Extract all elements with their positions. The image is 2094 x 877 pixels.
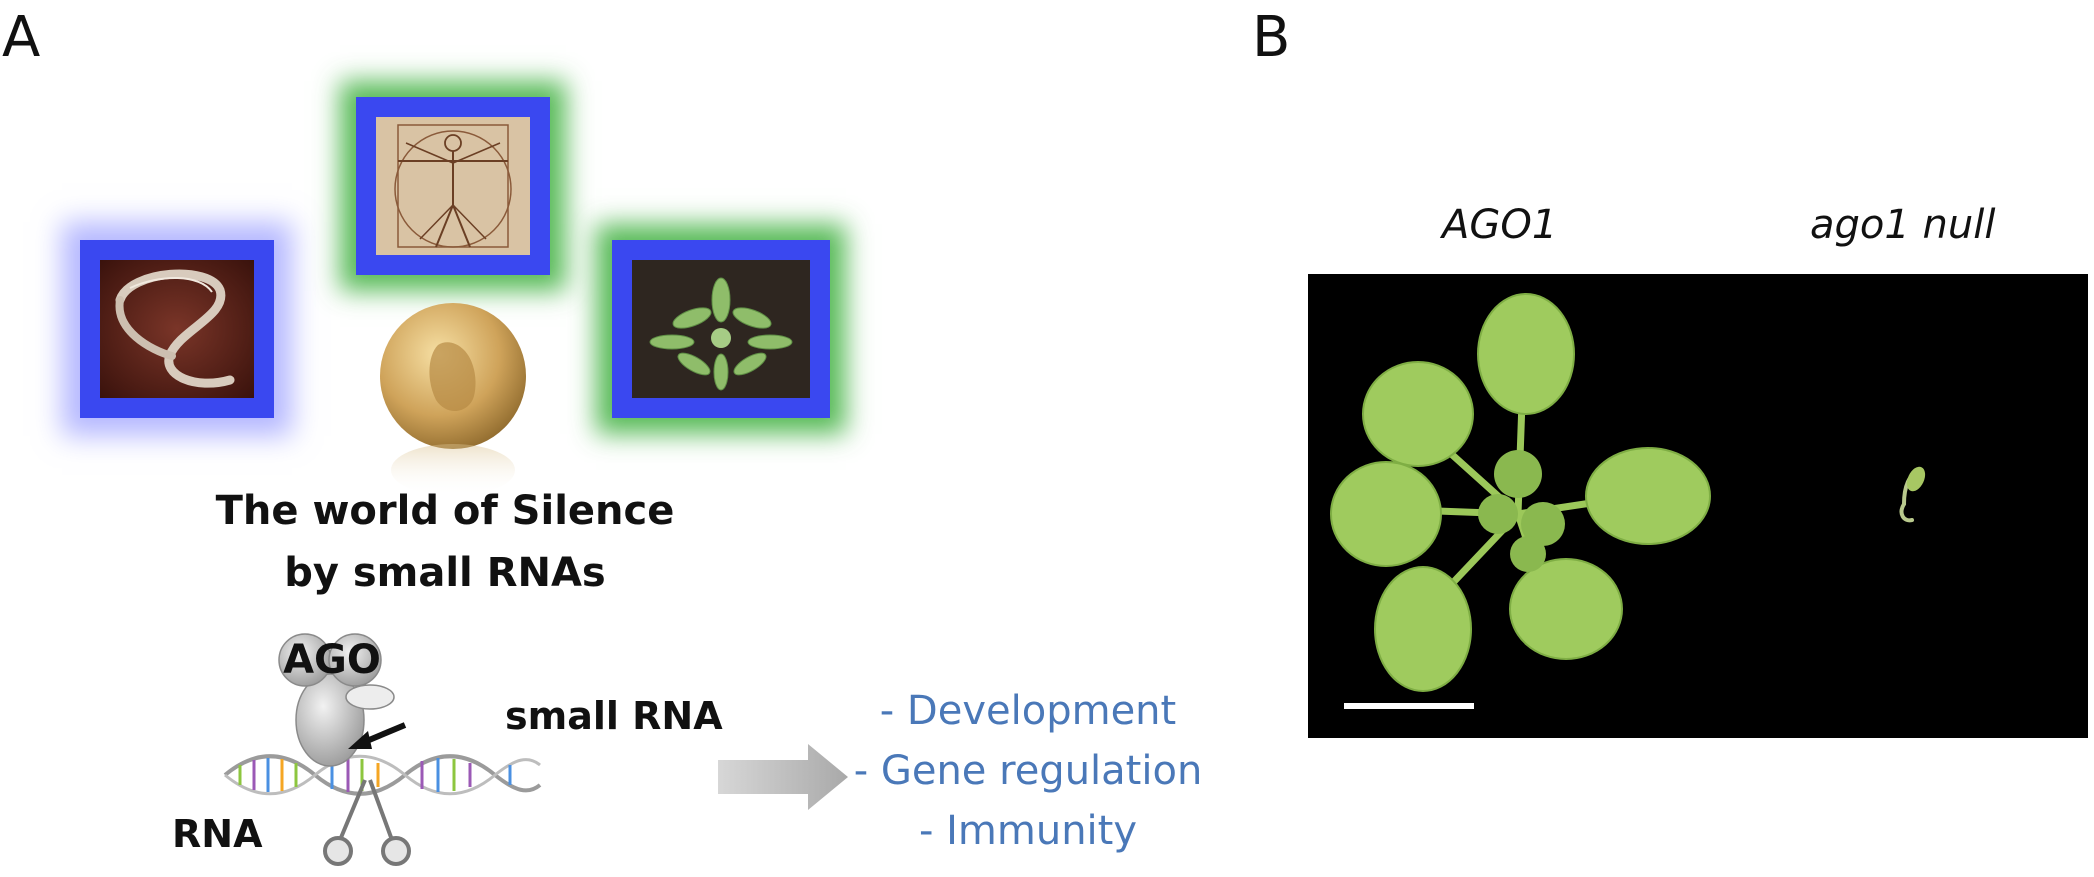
- nobel-medal: [378, 300, 528, 500]
- outcome-development: - Development: [879, 688, 1177, 734]
- vitruvian-image: [356, 97, 550, 275]
- ago-label: AGO: [283, 637, 381, 683]
- arabidopsis-image: [612, 240, 830, 418]
- arabidopsis-picture: [632, 260, 810, 398]
- plant-photo-drawing: [1308, 274, 2088, 738]
- worm-image: [80, 240, 274, 418]
- outcome-gene-regulation: - Gene regulation: [853, 748, 1203, 794]
- flow-arrow-shape: [718, 744, 848, 810]
- title-line-2: by small RNAs: [284, 550, 606, 596]
- ago-mechanism-diagram: AGO: [210, 615, 630, 873]
- small-rna-label: small RNA: [505, 694, 723, 738]
- ago-mechanism-drawing: AGO: [223, 633, 542, 866]
- panel-a-title: The world of Silence by small RNAs: [185, 480, 705, 604]
- plant-photo: [1308, 274, 2088, 738]
- panel-a-letter: A: [2, 5, 41, 70]
- rna-label: RNA: [172, 812, 263, 856]
- worm-picture: [100, 260, 254, 398]
- outcomes-list: - Development - Gene regulation - Immuni…: [848, 681, 1208, 861]
- flow-arrow: [718, 744, 848, 810]
- wildtype-label: AGO1: [1442, 202, 1558, 248]
- title-line-1: The world of Silence: [215, 488, 675, 534]
- panel-b-letter: B: [1252, 5, 1291, 70]
- vitruvian-picture: [376, 117, 530, 255]
- mutant-label: ago1 null: [1810, 202, 1996, 248]
- small-rna-arrowhead: [348, 731, 372, 749]
- nobel-medal-picture: [380, 303, 526, 496]
- outcome-immunity: - Immunity: [918, 808, 1138, 854]
